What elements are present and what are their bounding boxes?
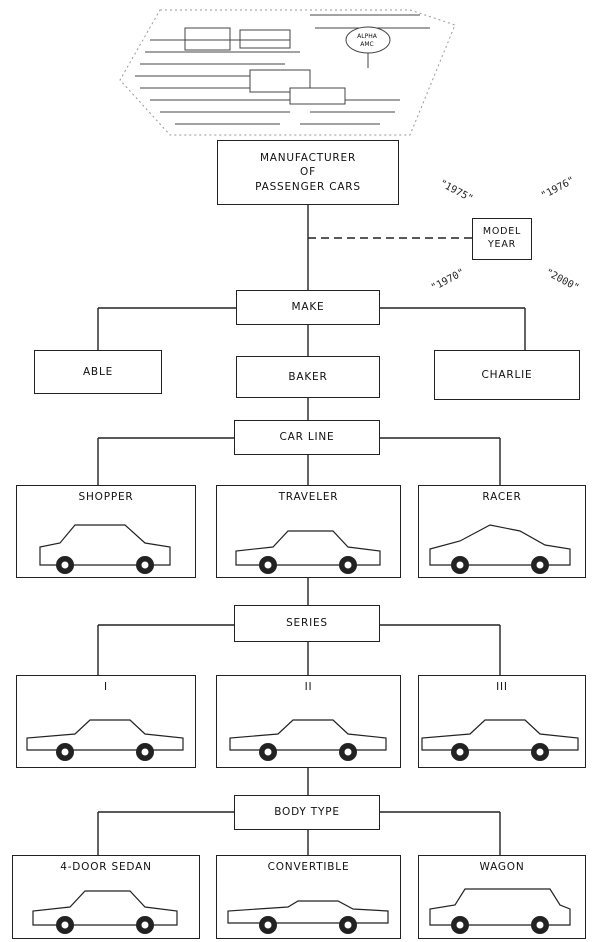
make-baker-box: BAKER bbox=[236, 356, 380, 398]
series-2-label: II bbox=[304, 681, 313, 693]
body-type-box: BODY TYPE bbox=[234, 795, 380, 830]
racer-car-icon bbox=[429, 524, 571, 574]
series-box: SERIES bbox=[234, 605, 380, 642]
car-line-shopper-label: SHOPPER bbox=[78, 491, 134, 503]
car-line-racer-box: RACER bbox=[418, 485, 586, 578]
convertible-car-icon bbox=[227, 900, 389, 934]
root-box: MANUFACTURER OF PASSENGER CARS bbox=[217, 140, 399, 205]
make-box: MAKE bbox=[236, 290, 380, 325]
series-label: SERIES bbox=[286, 617, 328, 630]
model-year-label: MODEL YEAR bbox=[482, 226, 522, 250]
factory-plant-illustration bbox=[119, 9, 456, 136]
model-year-box: MODEL YEAR bbox=[472, 218, 532, 260]
car-line-traveler-box: TRAVELER bbox=[216, 485, 401, 578]
body-type-label: BODY TYPE bbox=[274, 806, 340, 819]
body-type-wagon-box: WAGON bbox=[418, 855, 586, 939]
series-2-box: II bbox=[216, 675, 401, 768]
make-baker-label: BAKER bbox=[288, 370, 328, 383]
body-type-sedan-label: 4-DOOR SEDAN bbox=[60, 861, 152, 873]
car-line-racer-label: RACER bbox=[482, 491, 522, 503]
wagon-car-icon bbox=[429, 888, 571, 934]
series-3-box: III bbox=[418, 675, 586, 768]
make-able-label: ABLE bbox=[82, 365, 114, 378]
car-line-shopper-box: SHOPPER bbox=[16, 485, 196, 578]
make-able-box: ABLE bbox=[34, 350, 162, 394]
traveler-car-icon bbox=[235, 530, 381, 574]
plant-sign: ALPHA AMC bbox=[350, 30, 384, 52]
plant-sign-label: ALPHA AMC bbox=[357, 32, 377, 48]
body-type-convertible-label: CONVERTIBLE bbox=[267, 861, 350, 873]
car-line-label: CAR LINE bbox=[279, 431, 335, 444]
make-charlie-box: CHARLIE bbox=[434, 350, 580, 400]
body-type-sedan-box: 4-DOOR SEDAN bbox=[12, 855, 200, 939]
car-line-box: CAR LINE bbox=[234, 420, 380, 455]
make-label: MAKE bbox=[291, 301, 325, 314]
root-label: MANUFACTURER OF PASSENGER CARS bbox=[255, 152, 361, 193]
series-1-box: I bbox=[16, 675, 196, 768]
body-type-wagon-label: WAGON bbox=[479, 861, 525, 873]
make-charlie-label: CHARLIE bbox=[481, 368, 533, 381]
body-type-convertible-box: CONVERTIBLE bbox=[216, 855, 401, 939]
car-illustrations bbox=[26, 524, 579, 934]
sedan-car-icon bbox=[32, 890, 178, 934]
series-1-car-icon bbox=[26, 719, 184, 761]
series-2-car-icon bbox=[229, 719, 387, 761]
series-3-car-icon bbox=[421, 719, 579, 761]
shopper-car-icon bbox=[39, 524, 171, 574]
series-1-label: I bbox=[104, 681, 108, 693]
car-line-traveler-label: TRAVELER bbox=[278, 491, 339, 503]
series-3-label: III bbox=[496, 681, 508, 693]
